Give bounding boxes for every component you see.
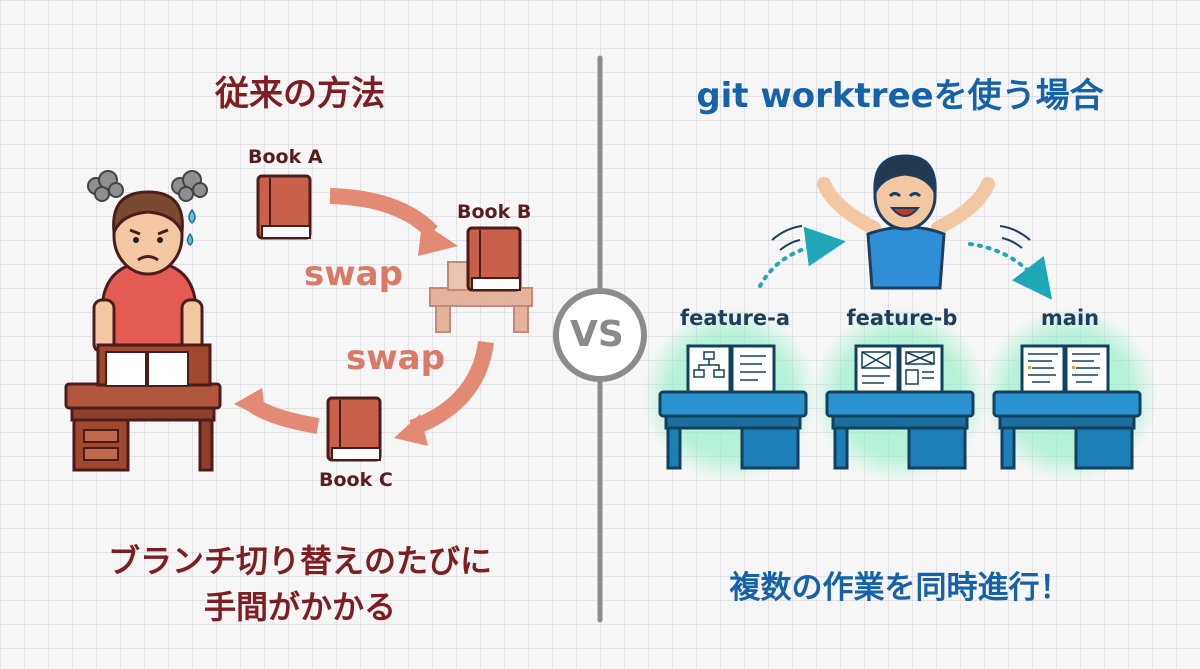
right-title: git worktreeを使う場合 bbox=[696, 76, 1104, 116]
dotted-arrow-left bbox=[758, 226, 846, 288]
arrow-a-to-b bbox=[329, 188, 438, 238]
swap-label-top: swap bbox=[304, 254, 403, 294]
branch-label-feature-a: feature-a bbox=[679, 306, 791, 330]
book-b-label: Book B bbox=[457, 201, 532, 223]
frustrated-person bbox=[87, 170, 208, 354]
book-c-label: Book C bbox=[319, 469, 393, 491]
steam-right-icon bbox=[171, 170, 208, 202]
steam-left-icon bbox=[87, 170, 124, 202]
dotted-arrow-right bbox=[968, 242, 1053, 300]
book-c-icon bbox=[326, 396, 382, 462]
desk-main bbox=[982, 307, 1158, 483]
arrow-b-to-c bbox=[409, 340, 494, 436]
right-caption: 複数の作業を同時進行！ bbox=[729, 570, 1071, 606]
vs-label: VS bbox=[570, 314, 624, 355]
happy-person bbox=[817, 154, 995, 290]
book-b-desk bbox=[429, 261, 533, 333]
branch-label-feature-b: feature-b bbox=[846, 306, 958, 330]
left-desk bbox=[64, 343, 222, 472]
left-caption-line2: 手間がかかる bbox=[203, 588, 396, 626]
left-caption: ブランチ切り替えのたびに 手間がかかる bbox=[0, 538, 600, 630]
desk-feature-b bbox=[812, 307, 988, 483]
swap-label-bottom: swap bbox=[346, 338, 445, 378]
left-title: 従来の方法 bbox=[215, 74, 385, 114]
vs-badge bbox=[553, 288, 647, 382]
left-caption-line1: ブランチ切り替えのたびに bbox=[107, 542, 492, 580]
branch-label-main: main bbox=[1040, 306, 1100, 330]
book-a-label: Book A bbox=[248, 146, 323, 168]
book-b-icon bbox=[466, 226, 522, 292]
book-a-icon bbox=[256, 174, 312, 240]
desk-feature-a bbox=[642, 307, 818, 483]
